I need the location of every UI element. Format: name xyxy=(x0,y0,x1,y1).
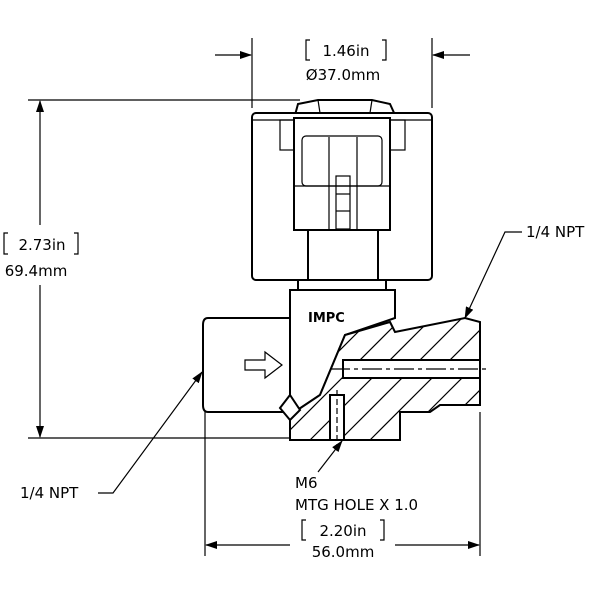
diameter-metric: Ø37.0mm xyxy=(306,66,380,84)
mounting-hole-callout: M6 MTG HOLE X 1.0 xyxy=(295,440,418,514)
flow-direction-arrow-icon xyxy=(244,350,283,380)
outlet-port-label: 1/4 NPT xyxy=(526,223,585,241)
width-dimension: 2.20in 56.0mm xyxy=(204,412,481,561)
mount-thread-label: M6 xyxy=(295,474,318,492)
outlet-port-callout: 1/4 NPT xyxy=(464,223,585,319)
height-imperial: 2.73in xyxy=(18,236,65,254)
height-dimension: 2.73in 69.4mm xyxy=(3,99,300,439)
width-metric: 56.0mm xyxy=(312,543,375,561)
height-metric: 69.4mm xyxy=(5,262,68,280)
diameter-dimension: 1.46in Ø37.0mm xyxy=(215,38,470,108)
diameter-imperial: 1.46in xyxy=(322,42,369,60)
inlet-port-label: 1/4 NPT xyxy=(20,484,79,502)
inlet-port-callout: 1/4 NPT xyxy=(20,371,203,502)
valve-body: IMPC xyxy=(202,99,490,445)
mount-hole-label: MTG HOLE X 1.0 xyxy=(295,496,418,514)
logo-text: IMPC xyxy=(308,311,345,326)
width-imperial: 2.20in xyxy=(319,522,366,540)
